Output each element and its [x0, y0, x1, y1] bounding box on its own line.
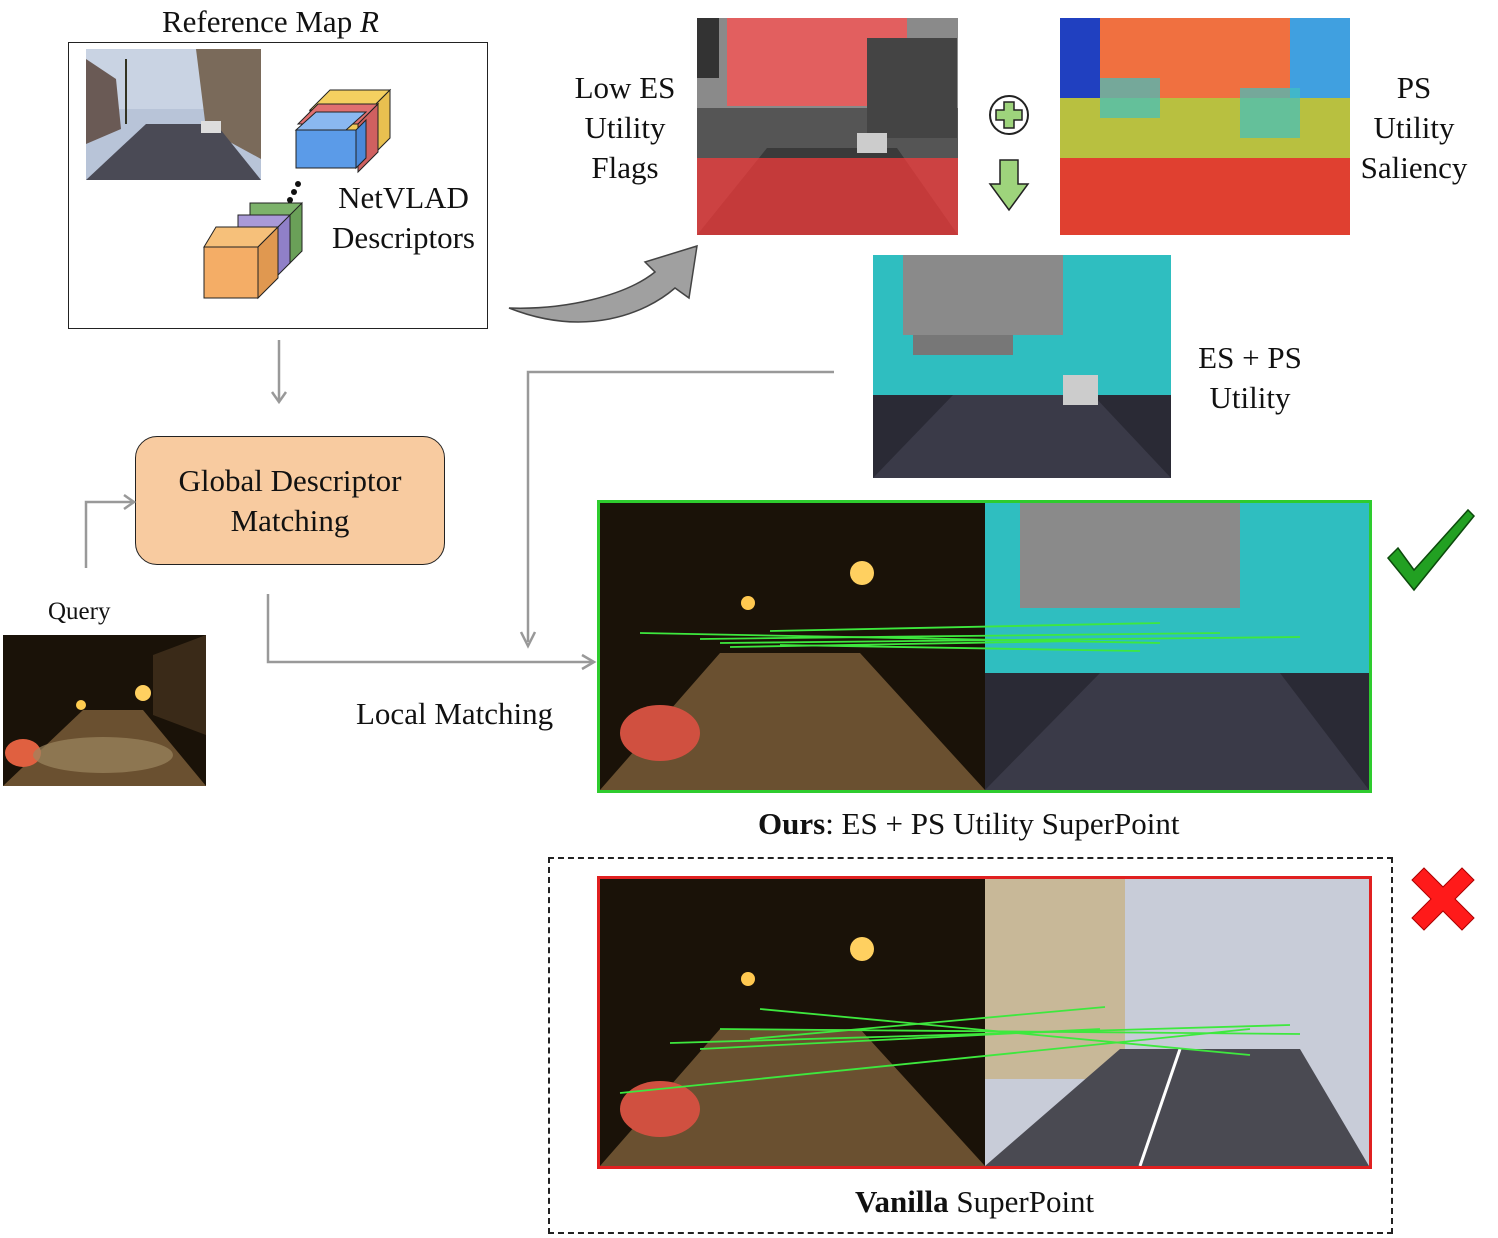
- global-matching-line1: Global Descriptor: [178, 462, 402, 498]
- ps-line3: Saliency: [1360, 150, 1468, 185]
- curved-arrow-icon: [508, 244, 698, 323]
- reference-map-box: [68, 42, 488, 329]
- vanilla-caption: Vanilla SuperPoint: [855, 1182, 1094, 1222]
- low-es-line2: Utility: [584, 110, 666, 145]
- reference-street-photo: [86, 49, 261, 180]
- ps-line2: Utility: [1373, 110, 1455, 145]
- ours-match-lines: [639, 622, 1301, 652]
- vanilla-matching-image: [600, 879, 1369, 1166]
- vanilla-caption-rest: SuperPoint: [948, 1184, 1095, 1219]
- plus-circle-icon: [989, 95, 1029, 135]
- down-arrow-icon: [988, 159, 1030, 212]
- global-descriptor-matching-box: Global Descriptor Matching: [135, 436, 445, 565]
- query-to-global-arrow: [84, 493, 137, 568]
- utility-to-local-arrow: [519, 370, 834, 649]
- es-ps-label: ES + PS Utility: [1185, 338, 1315, 418]
- ours-caption-rest: : ES + PS Utility SuperPoint: [825, 806, 1180, 841]
- cross-icon: [1411, 867, 1475, 931]
- vanilla-dashed-box: [548, 857, 1393, 1234]
- global-to-local-arrow: [266, 594, 597, 671]
- vanilla-match-lines: [619, 1006, 1301, 1094]
- es-ps-utility-photo: [873, 255, 1171, 478]
- reference-map-title: Reference Map R: [162, 2, 379, 42]
- low-es-label: Low ES Utility Flags: [560, 68, 690, 188]
- low-es-line3: Flags: [591, 150, 659, 185]
- ours-caption-bold: Ours: [758, 806, 826, 841]
- ps-label: PS Utility Saliency: [1352, 68, 1476, 188]
- local-matching-label: Local Matching: [356, 694, 553, 734]
- vanilla-caption-bold: Vanilla: [855, 1184, 949, 1219]
- vanilla-frame: [597, 876, 1372, 1169]
- down-arrow-ref-to-global: [270, 340, 288, 405]
- ours-matching-image: [600, 503, 1369, 790]
- netvlad-label: NetVLAD Descriptors: [326, 178, 481, 258]
- netvlad-descriptor-cubes: [203, 88, 392, 300]
- checkmark-icon: [1386, 508, 1476, 592]
- es-ps-line2: Utility: [1209, 380, 1291, 415]
- es-ps-line1: ES + PS: [1198, 340, 1302, 375]
- global-matching-line2: Matching: [230, 502, 350, 538]
- ps-utility-saliency-photo: [1060, 18, 1350, 235]
- low-es-line1: Low ES: [574, 70, 676, 105]
- reference-map-title-var: R: [359, 4, 379, 39]
- local-matching-label-text: Local Matching: [356, 696, 554, 731]
- netvlad-label-line1: NetVLAD: [338, 180, 469, 215]
- ours-caption: Ours: ES + PS Utility SuperPoint: [758, 804, 1179, 844]
- netvlad-label-line2: Descriptors: [332, 220, 475, 255]
- query-label-text: Query: [48, 598, 111, 625]
- query-night-photo: [3, 635, 206, 786]
- ours-frame: [597, 500, 1372, 793]
- low-es-utility-photo: [697, 18, 958, 235]
- ps-line1: PS: [1396, 70, 1432, 105]
- reference-map-title-text: Reference Map: [162, 4, 360, 39]
- query-label: Query: [48, 592, 110, 632]
- descriptor-cube-bottom: [203, 201, 303, 300]
- descriptor-cube-top: [294, 88, 392, 174]
